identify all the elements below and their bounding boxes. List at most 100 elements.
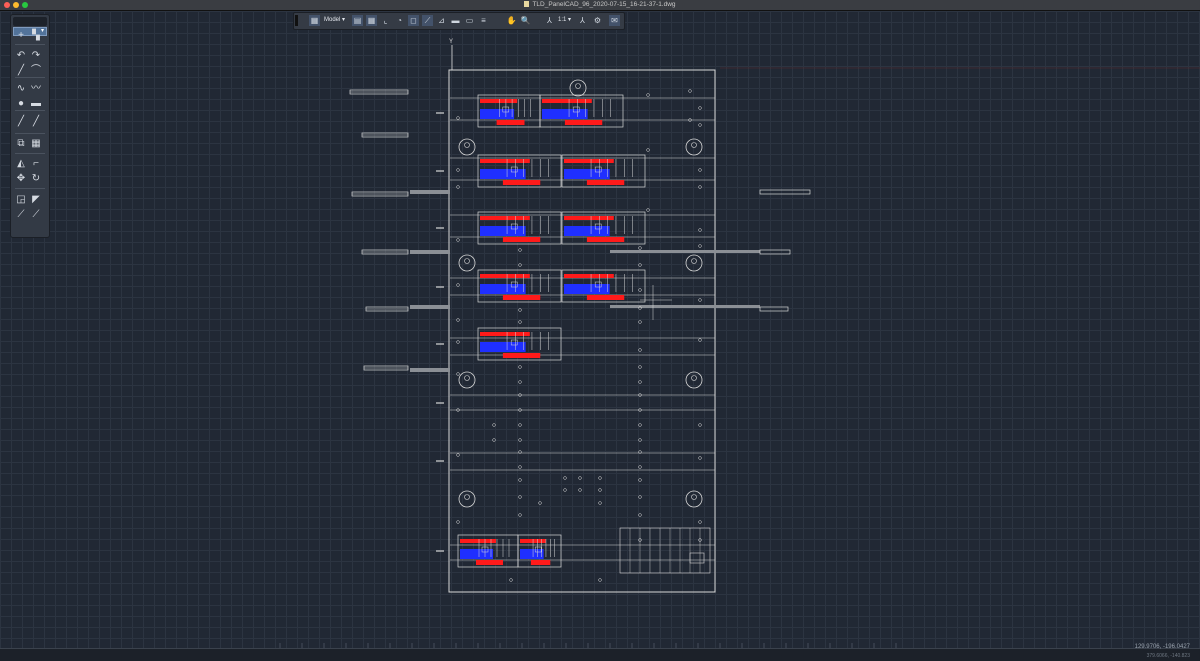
module-row2-a-red-top[interactable] xyxy=(480,159,530,163)
fixing-dot[interactable] xyxy=(598,578,602,582)
module-row4-b-relay[interactable] xyxy=(594,281,602,288)
fixing-dot[interactable] xyxy=(518,408,522,412)
module-bottom-b-relay[interactable] xyxy=(534,546,542,553)
module-row3-b-red-bottom[interactable] xyxy=(586,237,625,242)
module-row5-a[interactable] xyxy=(477,327,562,361)
workspace-icon[interactable]: ⚙ xyxy=(593,16,602,25)
module-row1-b-relay[interactable] xyxy=(572,106,580,113)
fixing-dot[interactable] xyxy=(638,246,642,250)
fixing-dot[interactable] xyxy=(456,283,460,287)
object-snap-icon[interactable]: ◻ xyxy=(408,15,419,26)
module-row2-a-red-bottom[interactable] xyxy=(502,180,541,185)
module-row3-a-red-bottom[interactable] xyxy=(502,237,541,242)
fixing-dot[interactable] xyxy=(456,116,460,120)
fixing-dot[interactable] xyxy=(518,513,522,517)
mirror-icon[interactable]: ◭ xyxy=(17,158,25,169)
module-row1-b[interactable] xyxy=(539,94,624,128)
mounting-hole[interactable] xyxy=(685,254,703,272)
module-row1-a-red-top[interactable] xyxy=(480,99,518,103)
fixing-dot[interactable] xyxy=(638,478,642,482)
fixing-dot[interactable] xyxy=(563,488,567,492)
module-row1-a-red-bottom[interactable] xyxy=(496,120,525,125)
fixing-dot[interactable] xyxy=(578,476,582,480)
module-bottom-a-red-top[interactable] xyxy=(460,539,496,543)
mounting-hole[interactable] xyxy=(685,371,703,389)
circle-icon[interactable]: ● xyxy=(17,98,25,109)
zoom-icon[interactable]: 🔍 xyxy=(520,16,531,25)
copy-icon[interactable]: ⧉ xyxy=(17,138,25,149)
fixing-dot[interactable] xyxy=(638,450,642,454)
fixing-dot[interactable] xyxy=(638,365,642,369)
trim-icon[interactable]: ⟋ xyxy=(17,209,25,220)
ray-icon[interactable]: ╱ xyxy=(32,116,40,127)
fixing-dot[interactable] xyxy=(698,423,702,427)
module-row3-b-relay[interactable] xyxy=(594,223,602,230)
scale-icon[interactable]: ◲ xyxy=(16,194,26,205)
module-row2-a-blue[interactable] xyxy=(480,169,526,179)
fixing-dot[interactable] xyxy=(638,423,642,427)
fixing-dot[interactable] xyxy=(518,365,522,369)
wire-duct[interactable] xyxy=(410,305,450,309)
mounting-hole[interactable] xyxy=(458,138,476,156)
fixing-dot[interactable] xyxy=(456,168,460,172)
fixing-dot[interactable] xyxy=(538,501,542,505)
wire-duct[interactable] xyxy=(610,305,760,308)
fixing-dot[interactable] xyxy=(638,393,642,397)
fixing-dot[interactable] xyxy=(638,288,642,292)
annotation-visibility-icon[interactable]: ⅄ xyxy=(547,16,552,25)
stretch-icon[interactable]: ◤ xyxy=(32,194,40,205)
module-row1-a-relay[interactable] xyxy=(502,106,510,113)
module-row2-b-red-bottom[interactable] xyxy=(586,180,625,185)
fixing-dot[interactable] xyxy=(456,238,460,242)
module-row4-b-blue[interactable] xyxy=(564,284,610,294)
extend-icon[interactable]: ⟋ xyxy=(32,209,40,220)
fixing-dot[interactable] xyxy=(518,450,522,454)
side-label-bar[interactable] xyxy=(759,306,789,312)
module-row1-a-blue[interactable] xyxy=(480,109,515,119)
module-row3-b-blue[interactable] xyxy=(564,226,610,236)
mounting-hole[interactable] xyxy=(458,490,476,508)
mounting-hole-key[interactable] xyxy=(691,375,697,381)
module-bottom-b[interactable] xyxy=(517,534,562,568)
mounting-hole-key[interactable] xyxy=(691,494,697,500)
redo-icon[interactable]: ↷ xyxy=(31,50,41,61)
mounting-hole-key[interactable] xyxy=(575,83,581,89)
module-bottom-a-relay[interactable] xyxy=(481,546,489,553)
fixing-dot[interactable] xyxy=(638,495,642,499)
fixing-dot[interactable] xyxy=(638,408,642,412)
layout-switch-icon[interactable]: ▦ xyxy=(309,15,320,26)
module-row1-b-blue[interactable] xyxy=(542,109,588,119)
fixing-dot[interactable] xyxy=(688,89,692,93)
fixing-dot[interactable] xyxy=(688,118,692,122)
ortho-icon[interactable]: ⌞ xyxy=(383,16,388,25)
module-row2-b[interactable] xyxy=(561,154,646,188)
module-row5-a-relay[interactable] xyxy=(510,339,518,346)
palette-header[interactable] xyxy=(13,17,47,26)
selection-cycling-icon[interactable]: ≡ xyxy=(481,16,486,25)
fixing-dot[interactable] xyxy=(638,380,642,384)
fixing-dot[interactable] xyxy=(638,438,642,442)
message-icon[interactable]: ✉ xyxy=(609,15,620,26)
xline-icon[interactable]: ╱ xyxy=(17,116,25,127)
dynamic-ucs-icon[interactable]: ⟋ xyxy=(422,15,433,26)
module-row4-a-red-top[interactable] xyxy=(480,274,530,278)
drawing-canvas[interactable]: Y xyxy=(0,11,1200,648)
spline-icon[interactable]: 〰 xyxy=(31,83,41,94)
fixing-dot[interactable] xyxy=(578,488,582,492)
module-row2-b-relay[interactable] xyxy=(594,166,602,173)
fixing-dot[interactable] xyxy=(698,338,702,342)
zoom-window-button[interactable] xyxy=(22,2,28,8)
mounting-hole[interactable] xyxy=(685,138,703,156)
module-row2-b-red-top[interactable] xyxy=(564,159,614,163)
fixing-dot[interactable] xyxy=(698,520,702,524)
terminal-block[interactable] xyxy=(619,527,711,574)
move-icon[interactable]: ✥ xyxy=(16,173,26,184)
fixing-dot[interactable] xyxy=(698,185,702,189)
array-icon[interactable]: ▦ xyxy=(31,138,41,149)
fixing-dot[interactable] xyxy=(456,340,460,344)
polar-tracking-icon[interactable]: ◔ xyxy=(397,16,402,25)
fixing-dot[interactable] xyxy=(598,501,602,505)
module-bottom-b-blue[interactable] xyxy=(520,549,544,559)
module-row2-a[interactable] xyxy=(477,154,562,188)
module-row4-a-relay[interactable] xyxy=(510,281,518,288)
